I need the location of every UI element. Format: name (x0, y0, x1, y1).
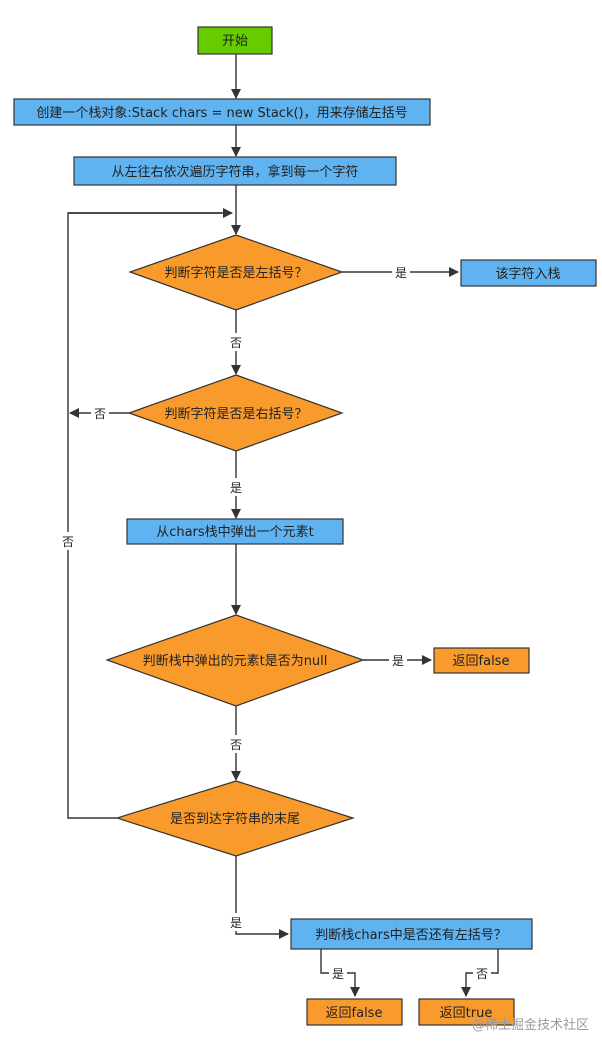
decision-is-null-label: 判断栈中弹出的元素t是否为null (143, 653, 328, 669)
node-start: 开始 (197, 26, 273, 55)
label-right-no: 否 (94, 407, 106, 421)
edge-end-loop-back (67, 212, 222, 819)
node-has-left: 判断栈chars中是否还有左括号？ (290, 918, 533, 950)
decision-is-left-bracket: 判断字符是否是左括号？ (128, 234, 344, 311)
node-pop: 从chars栈中弹出一个元素t (126, 518, 344, 545)
node-return-false-1-label: 返回false (453, 654, 510, 669)
node-create-stack-label: 创建一个栈对象:Stack chars = new Stack()，用来存储左括… (36, 106, 407, 121)
label-null-no: 否 (230, 738, 242, 752)
decision-is-left-bracket-label: 判断字符是否是左括号？ (164, 265, 307, 281)
node-return-false-2: 返回false (306, 998, 403, 1026)
label-has-left-yes: 是 (332, 967, 344, 981)
label-has-left-no: 否 (476, 967, 488, 981)
node-start-label: 开始 (222, 34, 248, 49)
label-right-yes: 是 (230, 481, 242, 495)
label-end-yes: 是 (230, 916, 242, 930)
watermark: @稀土掘金技术社区 (472, 1018, 590, 1033)
label-left-no: 否 (230, 336, 242, 350)
label-left-yes: 是 (395, 266, 407, 280)
node-create-stack: 创建一个栈对象:Stack chars = new Stack()，用来存储左括… (13, 98, 431, 126)
node-traverse: 从左往右依次遍历字符串，拿到每一个字符 (73, 156, 397, 186)
decision-is-end-label: 是否到达字符串的末尾 (170, 811, 300, 827)
edge-labels: 是 否 否 是 是 否 否 是 是 否 (59, 263, 491, 982)
edge-end-yes-to-has-left (235, 856, 289, 939)
node-return-false-1: 返回false (433, 647, 530, 674)
node-pop-label: 从chars栈中弹出一个元素t (156, 525, 314, 540)
node-return-false-2-label: 返回false (326, 1006, 383, 1021)
node-push: 该字符入栈 (460, 259, 597, 287)
decision-is-end: 是否到达字符串的末尾 (115, 780, 355, 857)
node-traverse-label: 从左往右依次遍历字符串，拿到每一个字符 (111, 164, 358, 180)
node-push-label: 该字符入栈 (495, 266, 560, 282)
label-end-no: 否 (62, 535, 74, 549)
decision-is-right-bracket: 判断字符是否是右括号？ (127, 374, 344, 452)
node-return-true-label: 返回true (440, 1006, 493, 1021)
label-null-yes: 是 (392, 654, 404, 668)
decision-is-right-bracket-label: 判断字符是否是右括号？ (164, 406, 307, 422)
node-return-true: 返回true (418, 998, 515, 1026)
node-has-left-label: 判断栈chars中是否还有左括号？ (315, 928, 506, 943)
decision-is-null: 判断栈中弹出的元素t是否为null (105, 614, 365, 707)
